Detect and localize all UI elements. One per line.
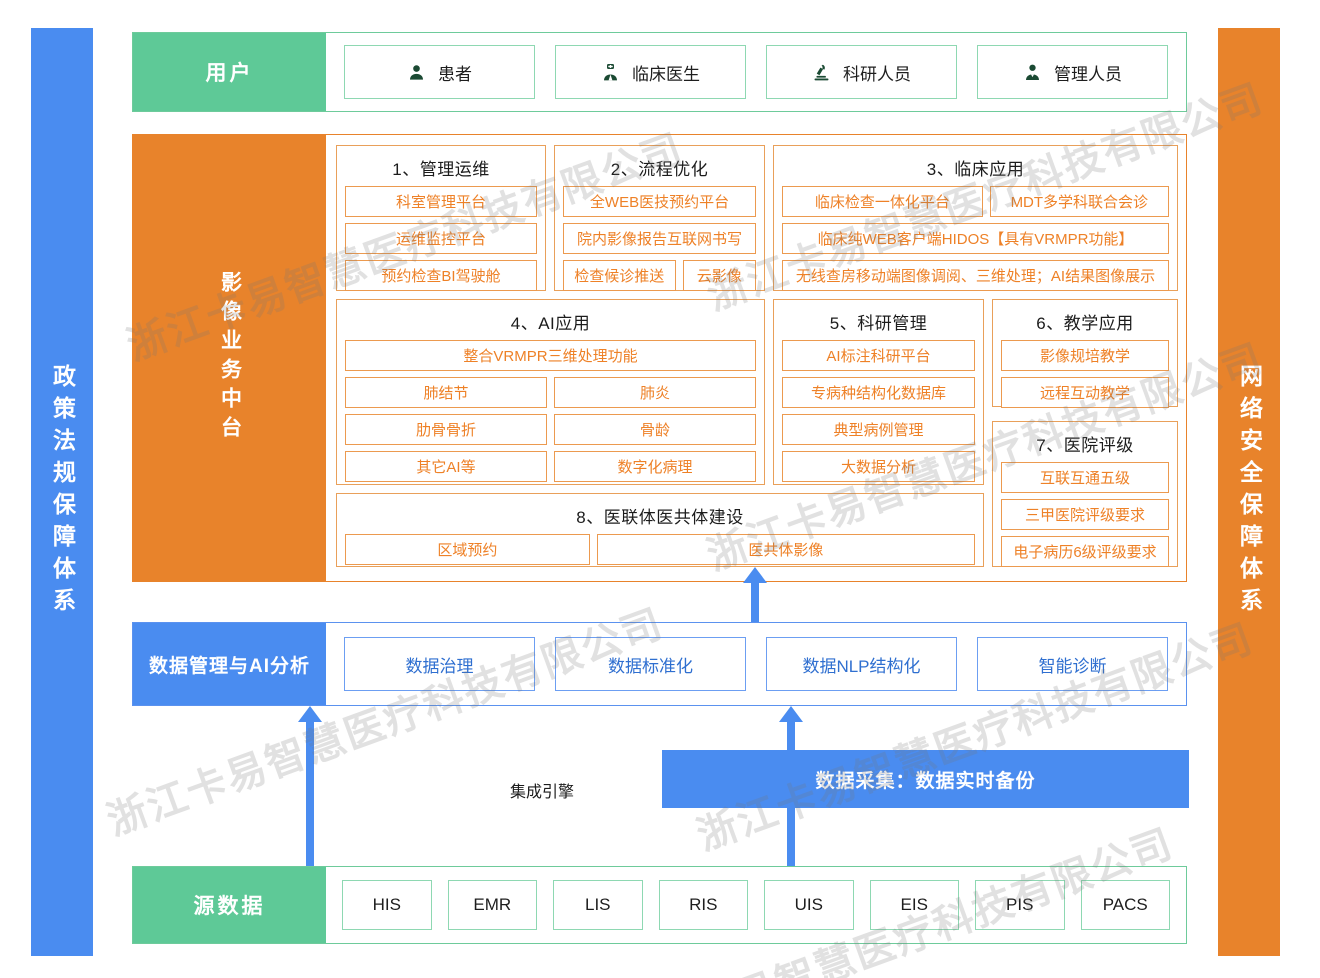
user-chip-label: 管理人员: [1054, 64, 1122, 84]
sidebar-right-label: 网络安全保障体系: [1236, 364, 1263, 620]
source-data-label: 源数据: [133, 867, 326, 943]
sidebar-policy-regulation: 政策法规保障体系: [31, 28, 93, 956]
data-management-items: 数据治理 数据标准化 数据NLP结构化 智能诊断: [326, 623, 1186, 705]
group-item[interactable]: MDT多学科联合会诊: [989, 186, 1169, 217]
users-row-label: 用户: [133, 33, 326, 111]
group-7-hospital-rating: 7、医院评级 互联互通五级 三甲医院评级要求 电子病历6级评级要求: [992, 421, 1178, 567]
group-title: 7、医院评级: [1036, 436, 1134, 455]
group-item-row: 检查候诊推送 云影像: [563, 260, 756, 291]
source-chip-pis[interactable]: PIS: [975, 880, 1065, 930]
group-item[interactable]: 专病种结构化数据库: [782, 377, 975, 408]
group-item[interactable]: 运维监控平台: [345, 223, 537, 254]
arrow-alliance-to-platform: [743, 567, 767, 622]
group-item[interactable]: 大数据分析: [782, 451, 975, 482]
user-chip-administrator[interactable]: 管理人员: [977, 45, 1168, 99]
imaging-platform-row: 影像业务中台 1、管理运维 科室管理平台 运维监控平台 预约检查BI驾驶舱 2、…: [132, 134, 1187, 582]
group-item-row: 临床检查一体化平台 MDT多学科联合会诊: [782, 186, 1169, 217]
source-chip-pacs[interactable]: PACS: [1080, 880, 1170, 930]
group-title: 6、教学应用: [1036, 314, 1134, 333]
sidebar-network-security: 网络安全保障体系: [1218, 28, 1280, 956]
group-item[interactable]: 预约检查BI驾驶舱: [345, 260, 537, 291]
integration-band: 数据采集：数据实时备份 集成引擎: [132, 706, 1189, 866]
imaging-platform-body: 1、管理运维 科室管理平台 运维监控平台 预约检查BI驾驶舱 2、流程优化 全W…: [326, 135, 1186, 581]
users-row: 用户 患者 临床医生 科研人员: [132, 32, 1187, 112]
group-item[interactable]: 无线查房移动端图像调阅、三维处理；AI结果图像展示: [782, 260, 1169, 291]
source-chip-ris[interactable]: RIS: [658, 880, 748, 930]
group-item[interactable]: 检查候诊推送: [563, 260, 676, 291]
source-chip-lis[interactable]: LIS: [553, 880, 643, 930]
group-item-row: 肺结节 肺炎: [345, 377, 756, 408]
group-item[interactable]: 远程互动教学: [1001, 377, 1169, 408]
group-title: 5、科研管理: [829, 314, 928, 333]
data-management-label: 数据管理与AI分析: [133, 623, 326, 705]
doctor-icon: [601, 63, 620, 82]
group-title: 3、临床应用: [926, 160, 1025, 179]
data-collection-box: 数据采集：数据实时备份: [662, 750, 1189, 808]
user-chip-researcher[interactable]: 科研人员: [766, 45, 957, 99]
microscope-icon: [812, 63, 831, 82]
group-title: 2、流程优化: [610, 160, 709, 179]
group-item[interactable]: 其它AI等: [345, 451, 547, 482]
group-item[interactable]: 院内影像报告互联网书写: [563, 223, 756, 254]
data-chip-governance[interactable]: 数据治理: [344, 637, 535, 691]
source-chip-his[interactable]: HIS: [342, 880, 432, 930]
users-items: 患者 临床医生 科研人员 管理人员: [326, 33, 1186, 111]
user-chip-label: 患者: [438, 64, 472, 84]
group-item[interactable]: 整合VRMPR三维处理功能: [345, 340, 756, 371]
group-item[interactable]: 骨龄: [554, 414, 756, 445]
group-item[interactable]: 临床检查一体化平台: [782, 186, 983, 217]
group-item-row: 区域预约 医共体影像: [345, 534, 975, 565]
group-5-research-management: 5、科研管理 AI标注科研平台 专病种结构化数据库 典型病例管理 大数据分析: [773, 299, 984, 485]
user-chip-label: 科研人员: [843, 64, 911, 84]
data-chip-diagnosis[interactable]: 智能诊断: [977, 637, 1168, 691]
data-management-row: 数据管理与AI分析 数据治理 数据标准化 数据NLP结构化 智能诊断: [132, 622, 1187, 706]
group-item[interactable]: 肋骨骨折: [345, 414, 547, 445]
group-item[interactable]: 云影像: [682, 260, 756, 291]
sidebar-left-label: 政策法规保障体系: [49, 364, 76, 620]
source-data-items: HIS EMR LIS RIS UIS EIS PIS PACS: [326, 867, 1186, 943]
group-4-ai-application: 4、AI应用 整合VRMPR三维处理功能 肺结节 肺炎 肋骨骨折 骨龄 其它AI…: [336, 299, 765, 485]
user-chip-label: 临床医生: [632, 64, 700, 84]
group-item[interactable]: 数字化病理: [554, 451, 756, 482]
group-item[interactable]: 区域预约: [345, 534, 590, 565]
group-item[interactable]: 影像规培教学: [1001, 340, 1169, 371]
group-item-row: 肋骨骨折 骨龄: [345, 414, 756, 445]
group-item[interactable]: AI标注科研平台: [782, 340, 975, 371]
group-item[interactable]: 科室管理平台: [345, 186, 537, 217]
group-title: 8、医联体医共体建设: [576, 508, 744, 527]
group-title: 1、管理运维: [392, 160, 490, 179]
integration-engine-label: 集成引擎: [509, 784, 574, 801]
user-chip-patient[interactable]: 患者: [344, 45, 535, 99]
source-chip-uis[interactable]: UIS: [764, 880, 854, 930]
group-item[interactable]: 全WEB医技预约平台: [563, 186, 756, 217]
group-item[interactable]: 三甲医院评级要求: [1001, 499, 1169, 530]
user-icon: [407, 63, 426, 82]
group-title: 4、AI应用: [510, 314, 591, 333]
arrow-integration-engine: [298, 706, 322, 866]
source-chip-eis[interactable]: EIS: [869, 880, 959, 930]
group-1-management-ops: 1、管理运维 科室管理平台 运维监控平台 预约检查BI驾驶舱: [336, 145, 546, 291]
imaging-platform-label-text: 影像业务中台: [218, 271, 242, 445]
group-item-row: 其它AI等 数字化病理: [345, 451, 756, 482]
group-item[interactable]: 临床纯WEB客户端HIDOS【具有VRMPR功能】: [782, 223, 1169, 254]
group-6-teaching-application: 6、教学应用 影像规培教学 远程互动教学: [992, 299, 1178, 408]
source-chip-emr[interactable]: EMR: [447, 880, 537, 930]
group-8-medical-alliance: 8、医联体医共体建设 区域预约 医共体影像: [336, 493, 984, 567]
data-chip-standardization[interactable]: 数据标准化: [555, 637, 746, 691]
group-item[interactable]: 肺炎: [554, 377, 756, 408]
data-chip-nlp[interactable]: 数据NLP结构化: [766, 637, 957, 691]
source-data-row: 源数据 HIS EMR LIS RIS UIS EIS PIS PACS: [132, 866, 1187, 944]
group-item[interactable]: 电子病历6级评级要求: [1001, 536, 1169, 567]
group-item[interactable]: 肺结节: [345, 377, 547, 408]
group-3-clinical-application: 3、临床应用 临床检查一体化平台 MDT多学科联合会诊 临床纯WEB客户端HID…: [773, 145, 1178, 291]
group-item[interactable]: 互联互通五级: [1001, 462, 1169, 493]
imaging-platform-label: 影像业务中台: [133, 135, 326, 581]
user-chip-clinician[interactable]: 临床医生: [555, 45, 746, 99]
group-item[interactable]: 典型病例管理: [782, 414, 975, 445]
group-2-process-optimization: 2、流程优化 全WEB医技预约平台 院内影像报告互联网书写 检查候诊推送 云影像: [554, 145, 765, 291]
group-item[interactable]: 医共体影像: [596, 534, 975, 565]
manager-icon: [1023, 63, 1042, 82]
